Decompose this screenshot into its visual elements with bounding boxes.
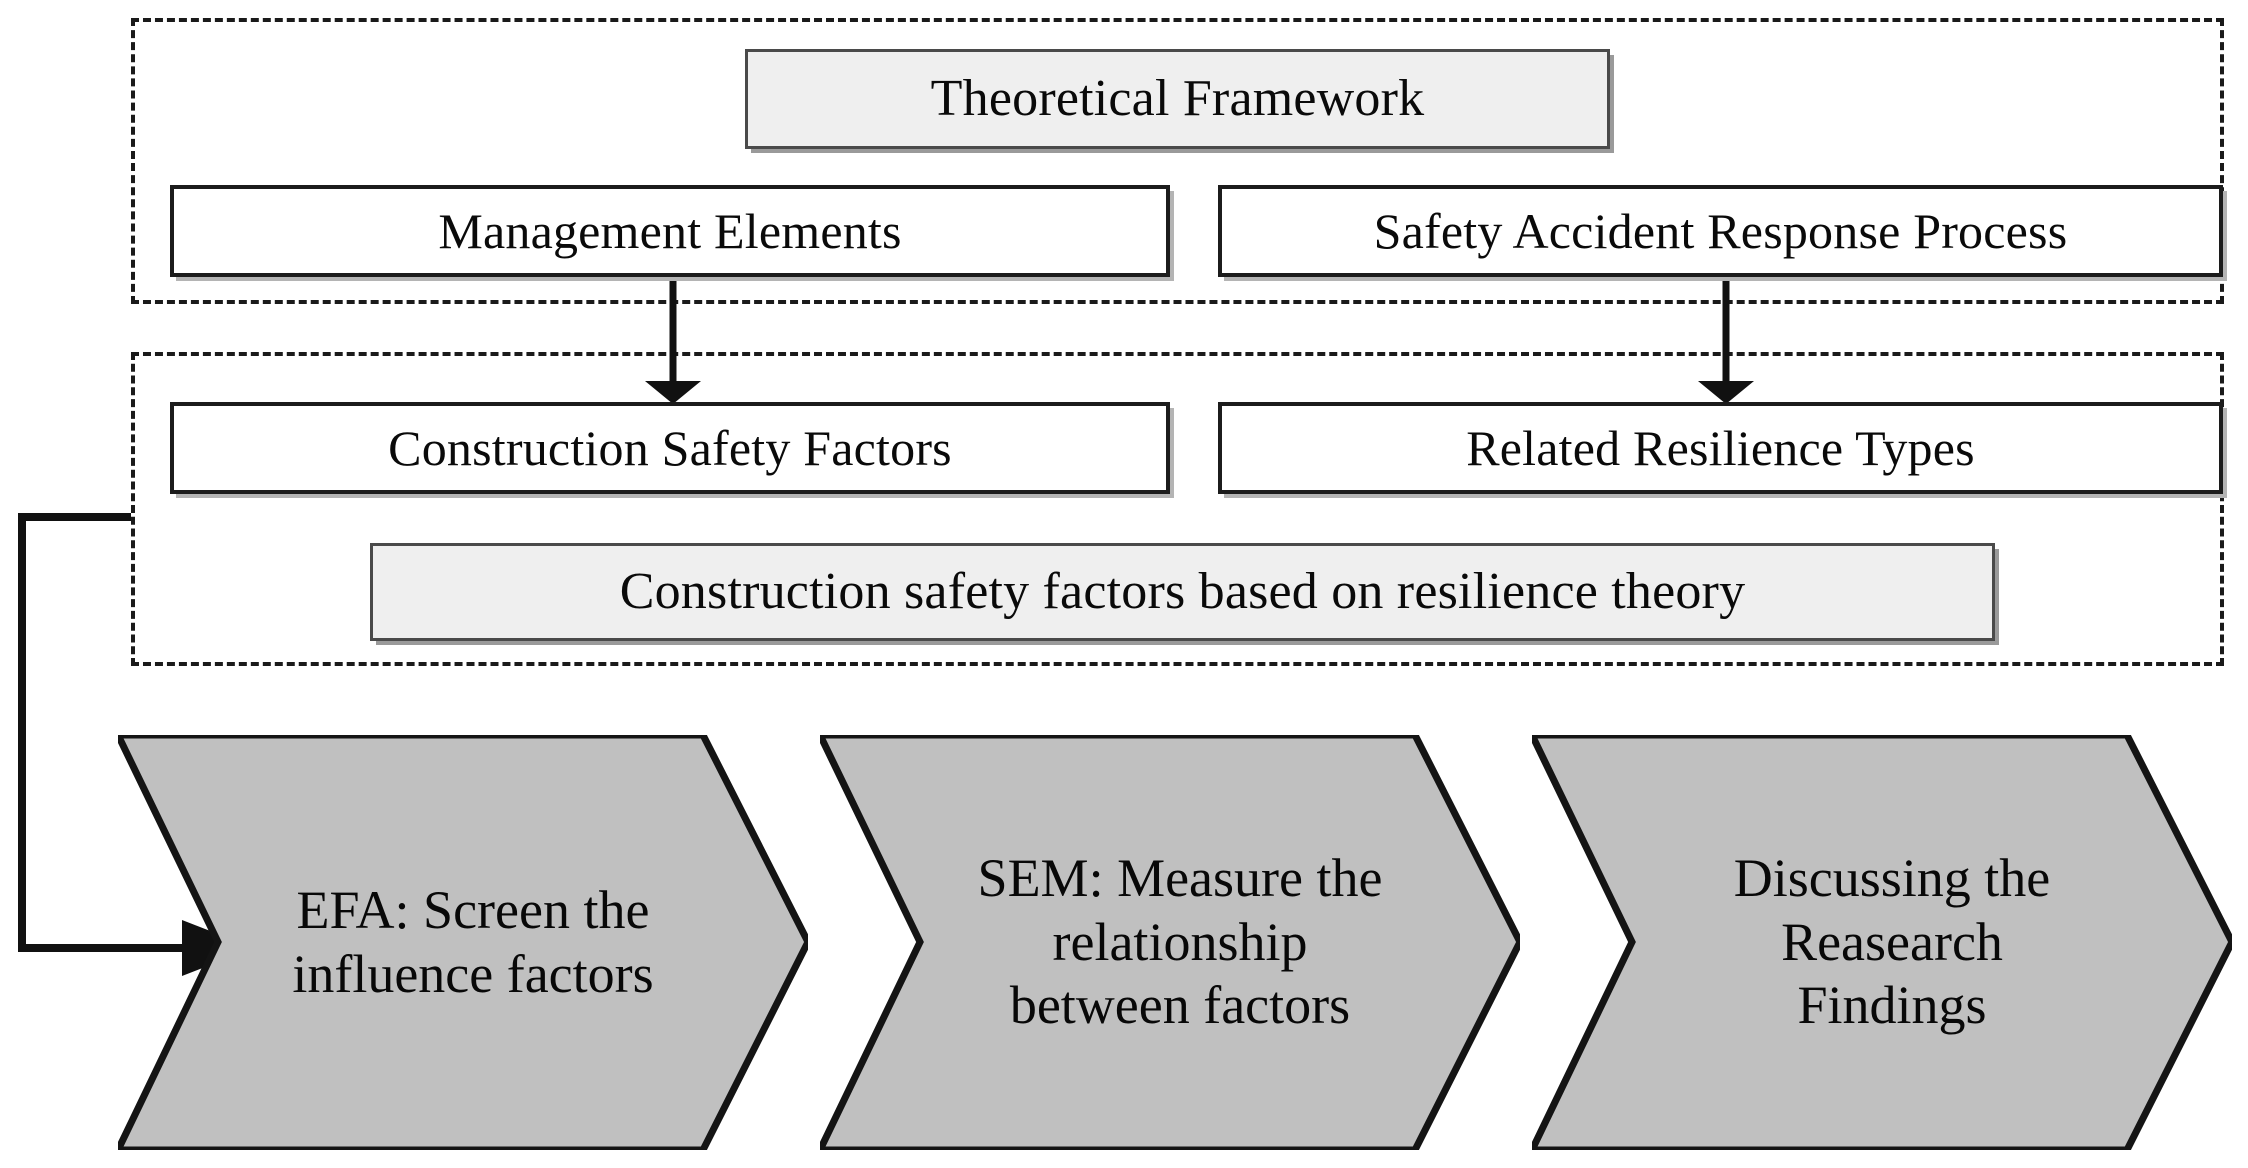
node-management-elements-label: Management Elements — [438, 202, 902, 259]
node-theoretical-framework[interactable]: Theoretical Framework — [745, 49, 1610, 149]
process-step-discussion-shape — [1532, 735, 2232, 1150]
process-step-efa-line1: EFA: Screen the — [296, 879, 650, 940]
node-construction-safety-factors-resilience-theory[interactable]: Construction safety factors based on res… — [370, 543, 1995, 641]
process-step-discussion-line1: Discussing the — [1733, 847, 2051, 908]
process-step-sem-line3: between factors — [1009, 975, 1351, 1036]
node-construction-safety-factors-label: Construction Safety Factors — [388, 419, 952, 476]
node-management-elements[interactable]: Management Elements — [170, 185, 1170, 277]
node-safety-accident-response-process[interactable]: Safety Accident Response Process — [1218, 185, 2223, 277]
process-step-sem-line1: SEM: Measure the — [977, 847, 1383, 908]
process-step-sem-line2: relationship — [1052, 911, 1308, 972]
process-step-discussion-text: Discussing the Reasearch Findings — [1532, 735, 2232, 1150]
dashed-group-factors — [131, 352, 2224, 666]
process-step-sem[interactable]: SEM: Measure the relationship between fa… — [820, 735, 1520, 1150]
process-step-efa-line2: influence factors — [292, 943, 654, 1004]
process-step-efa-shape — [118, 735, 808, 1150]
process-step-discussion-line3: Findings — [1797, 975, 1987, 1036]
process-step-sem-text: SEM: Measure the relationship between fa… — [820, 735, 1520, 1150]
node-safety-accident-response-process-label: Safety Accident Response Process — [1373, 202, 2068, 259]
process-step-sem-shape — [820, 735, 1520, 1150]
node-related-resilience-types-label: Related Resilience Types — [1466, 419, 1975, 476]
node-theoretical-framework-label: Theoretical Framework — [930, 69, 1425, 127]
process-step-efa-text: EFA: Screen the influence factors — [118, 735, 808, 1150]
node-construction-safety-factors-resilience-theory-label: Construction safety factors based on res… — [619, 562, 1746, 620]
node-construction-safety-factors[interactable]: Construction Safety Factors — [170, 402, 1170, 494]
node-related-resilience-types[interactable]: Related Resilience Types — [1218, 402, 2223, 494]
process-step-discussion[interactable]: Discussing the Reasearch Findings — [1532, 735, 2232, 1150]
process-step-discussion-line2: Reasearch — [1781, 911, 2003, 972]
process-step-efa[interactable]: EFA: Screen the influence factors — [118, 735, 808, 1150]
dashed-group-theoretical — [131, 18, 2224, 304]
